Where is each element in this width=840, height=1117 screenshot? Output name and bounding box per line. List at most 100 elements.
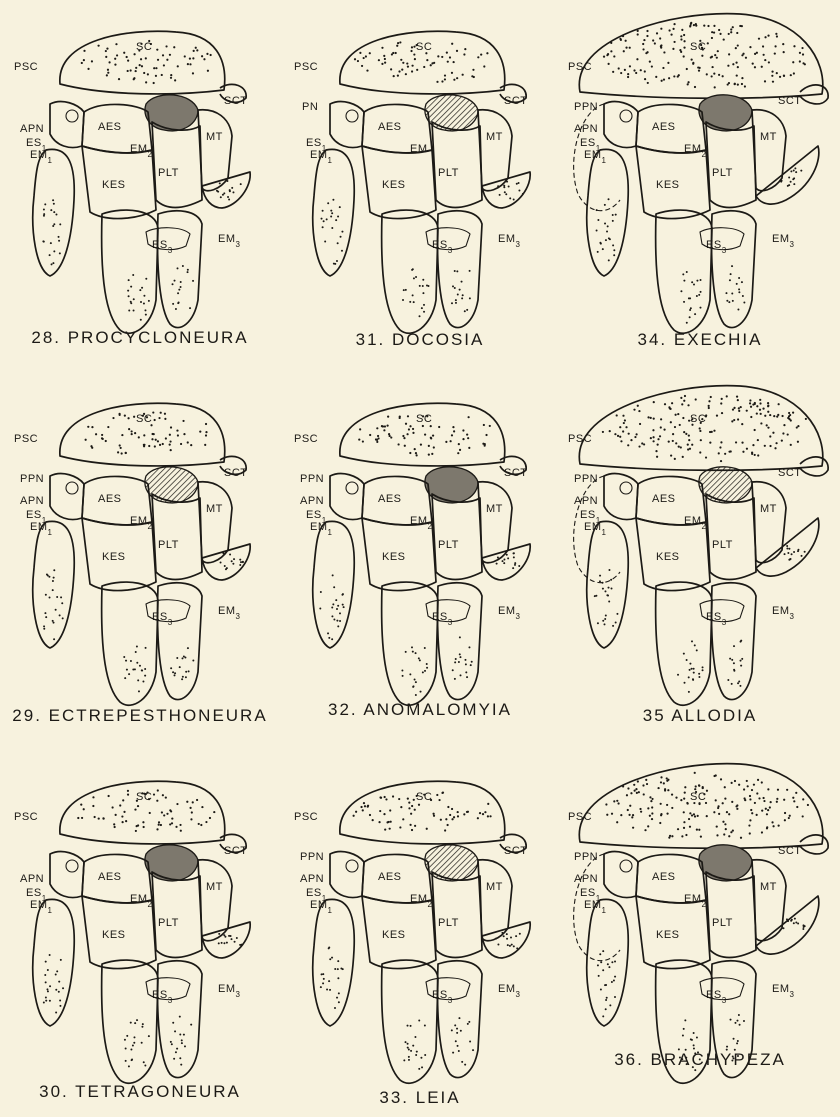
stipple-dot [436, 81, 438, 83]
stipple-dot [602, 582, 604, 584]
stipple-dot [636, 792, 638, 794]
figure-caption: 29. ECTREPESTHONEURA [0, 706, 280, 726]
stipple-dot [656, 456, 658, 458]
stipple-dot [222, 194, 224, 196]
stipple-dot [154, 445, 156, 447]
stipple-dot [359, 428, 361, 430]
stipple-dot [462, 294, 464, 296]
stipple-dot [757, 779, 759, 781]
stipple-dot [740, 406, 742, 408]
stipple-dot [635, 72, 637, 74]
stipple-dot [136, 1019, 138, 1021]
stipple-dot [719, 33, 721, 35]
stipple-dot [136, 662, 138, 664]
stipple-dot [784, 553, 786, 555]
stipple-dot [738, 680, 740, 682]
stipple-dot [58, 236, 60, 238]
stipple-dot [627, 787, 629, 789]
stipple-dot [145, 278, 147, 280]
stipple-dot [776, 801, 778, 803]
figure-anomalomyia: SCPSCSCTPPNAPNES1EM1AESEM2PLTMTKESES3EM3… [280, 372, 560, 744]
stipple-dot [684, 682, 686, 684]
stipple-dot [602, 620, 604, 622]
stipple-dot [764, 36, 766, 38]
stipple-dot [677, 413, 679, 415]
stipple-dot [724, 453, 726, 455]
stipple-dot [415, 652, 417, 654]
stipple-dot [797, 922, 799, 924]
stipple-dot [647, 807, 649, 809]
stipple-dot [731, 292, 733, 294]
stipple-dot [229, 189, 231, 191]
part-label-aes: AES [98, 871, 122, 883]
stipple-dot [452, 669, 454, 671]
stipple-dot [652, 39, 654, 41]
stipple-dot [614, 976, 616, 978]
stipple-dot [763, 54, 765, 56]
part-label-apn: APN [20, 873, 44, 885]
stipple-dot [408, 1049, 410, 1051]
stipple-dot [624, 419, 626, 421]
stipple-dot [438, 426, 440, 428]
figure-caption: 31. DOCOSIA [280, 330, 560, 350]
stipple-dot [123, 52, 125, 54]
stipple-dot [454, 270, 456, 272]
stipple-dot [77, 817, 79, 819]
stipple-dot [730, 831, 732, 833]
stipple-dot [790, 444, 792, 446]
stipple-dot [726, 1046, 728, 1048]
stipple-dot [426, 59, 428, 61]
stipple-dot [53, 577, 55, 579]
stipple-dot [602, 248, 604, 250]
stipple-dot [454, 1024, 456, 1026]
stipple-dot [138, 690, 140, 692]
stipple-dot [611, 587, 613, 589]
stipple-dot [402, 435, 404, 437]
stipple-dot [369, 434, 371, 436]
stipple-dot [119, 444, 121, 446]
stipple-dot [396, 45, 398, 47]
stipple-dot [599, 953, 601, 955]
stipple-dot [119, 804, 121, 806]
stipple-dot [762, 45, 764, 47]
stipple-dot [337, 625, 339, 627]
stipple-dot [52, 262, 54, 264]
stipple-dot [153, 793, 155, 795]
stipple-dot [397, 42, 399, 44]
stipple-dot [413, 301, 415, 303]
stipple-dot [217, 191, 219, 193]
stipple-dot [479, 812, 481, 814]
stipple-dot [451, 302, 453, 304]
stipple-dot [613, 979, 615, 981]
stipple-dot [166, 59, 168, 61]
stipple-dot [686, 68, 688, 70]
stipple-dot [169, 823, 171, 825]
stipple-dot [764, 59, 766, 61]
stipple-dot [441, 792, 443, 794]
stipple-dot [659, 37, 661, 39]
stipple-dot [612, 220, 614, 222]
stipple-dot [774, 52, 776, 54]
stipple-dot [680, 38, 682, 40]
stipple-dot [383, 813, 385, 815]
part-label-mt: MT [206, 131, 223, 143]
stipple-dot [185, 676, 187, 678]
stipple-dot [695, 23, 697, 25]
stipple-dot [384, 62, 386, 64]
stipple-dot [625, 426, 627, 428]
stipple-dot [440, 819, 442, 821]
part-label-mt: MT [760, 881, 777, 893]
stipple-dot [451, 72, 453, 74]
stipple-dot [513, 945, 515, 947]
stipple-dot [142, 821, 144, 823]
stipple-dot [668, 406, 670, 408]
part-label-apn: APN [300, 495, 324, 507]
stipple-dot [117, 451, 119, 453]
stipple-dot [422, 285, 424, 287]
stipple-dot [497, 556, 499, 558]
stipple-dot [732, 408, 734, 410]
stipple-dot [603, 56, 605, 58]
part-label-plt: PLT [712, 917, 733, 929]
stipple-dot [650, 800, 652, 802]
stipple-dot [788, 177, 790, 179]
